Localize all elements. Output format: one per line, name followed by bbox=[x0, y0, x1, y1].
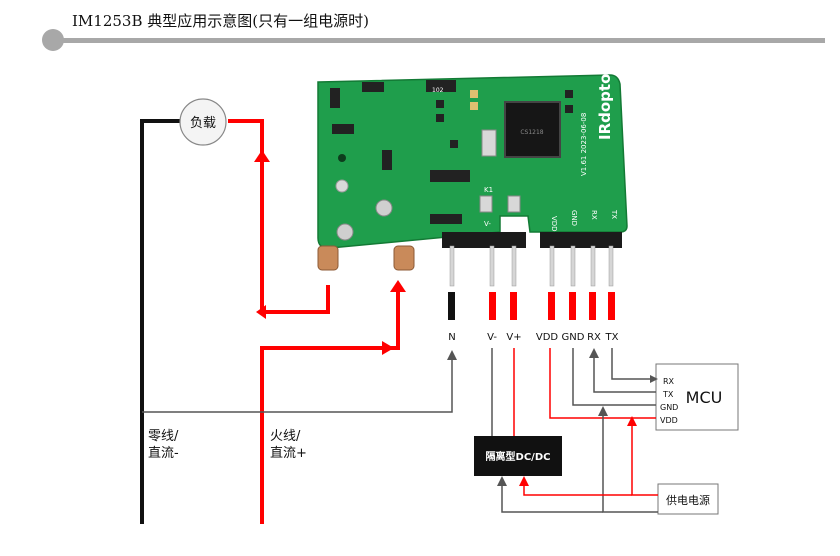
pin-label-vdd: VDD bbox=[536, 332, 559, 343]
component-label: K1 bbox=[484, 186, 493, 194]
board-pin-label: GND bbox=[570, 210, 578, 226]
pin-label-tx: TX bbox=[605, 332, 619, 343]
load: 负载 bbox=[179, 98, 227, 146]
board-pin-label: TX bbox=[610, 209, 618, 219]
live-label-line1: 火线/ bbox=[270, 429, 301, 444]
neutral-label-line2: 直流- bbox=[148, 446, 179, 461]
pin-label-gnd: GND bbox=[562, 332, 585, 343]
dcdc-label: 隔离型DC/DC bbox=[486, 450, 551, 463]
mcu-pin-gnd: GND bbox=[660, 403, 678, 412]
board-pin-label: V+ bbox=[508, 220, 519, 228]
neutral-label-line1: 零线/ bbox=[148, 429, 179, 444]
pin-label-rx: RX bbox=[587, 332, 601, 343]
mcu-title: MCU bbox=[686, 388, 723, 407]
title-rule bbox=[42, 29, 825, 51]
board-pin-label: N bbox=[434, 238, 439, 246]
load-label: 负载 bbox=[190, 116, 216, 131]
isolated-dcdc: 隔离型DC/DC bbox=[474, 436, 562, 476]
pin-label-v-minus: V- bbox=[487, 332, 497, 343]
brand-label: IRdopto bbox=[596, 74, 614, 140]
mcu-pin-rx: RX bbox=[663, 377, 675, 386]
board-pin-label: RX bbox=[590, 210, 598, 220]
component-label: 102 bbox=[432, 87, 444, 94]
board-pin-label: V- bbox=[484, 220, 491, 228]
pin-stubs bbox=[448, 292, 615, 320]
mcu-pin-tx: TX bbox=[662, 390, 674, 399]
power-supply: 供电电源 bbox=[657, 483, 719, 515]
live-label-line2: 直流+ bbox=[270, 446, 307, 461]
chip-label: CS1218 bbox=[520, 129, 543, 136]
live-wire bbox=[228, 119, 406, 524]
mcu-pin-vdd: VDD bbox=[660, 416, 678, 425]
power-lines bbox=[497, 406, 658, 513]
mcu-block: MCU RX TX GND VDD bbox=[655, 363, 739, 431]
board-pin-label: VDD bbox=[550, 216, 558, 232]
pin-label-n: N bbox=[448, 332, 455, 343]
power-label: 供电电源 bbox=[666, 493, 710, 507]
pin-label-v-plus: V+ bbox=[506, 332, 521, 343]
pcb-board: CS1218 IRdopto V1.61 2023-06-08 102 K1 N… bbox=[317, 74, 628, 287]
page-title: IM1253B 典型应用示意图(只有一组电源时) bbox=[72, 12, 369, 30]
mcu-signal-lines bbox=[549, 348, 658, 419]
version-label: V1.61 2023-06-08 bbox=[580, 113, 588, 176]
neutral-wire bbox=[140, 119, 182, 524]
neutral-sense-line bbox=[142, 350, 457, 413]
